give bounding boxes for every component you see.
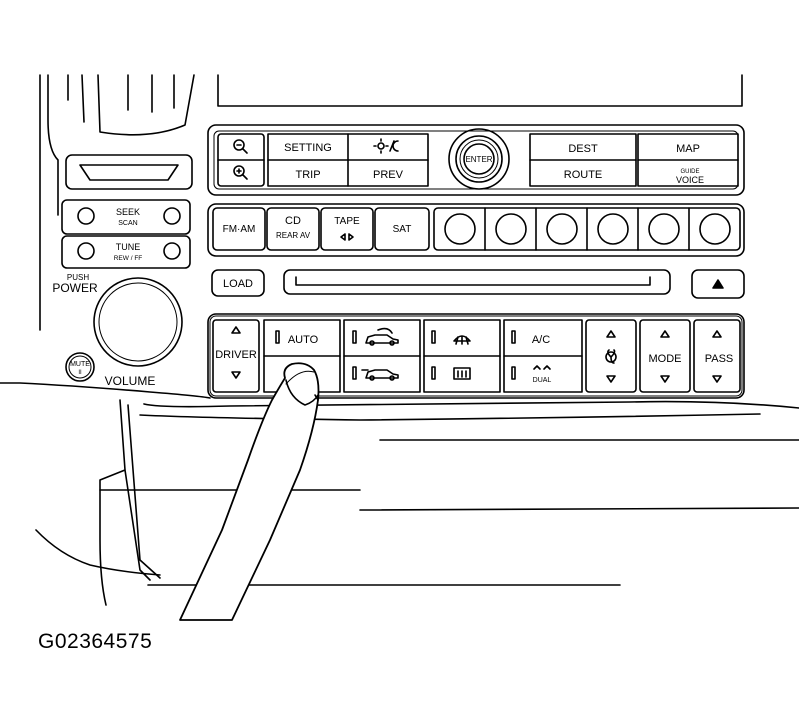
- svg-text:CD: CD: [285, 215, 301, 227]
- enter-joystick[interactable]: ENTER: [448, 128, 510, 190]
- svg-text:LOAD: LOAD: [223, 278, 253, 290]
- pass-label: PASS: [705, 353, 734, 365]
- trip-button[interactable]: TRIP: [295, 169, 320, 181]
- preset-button-5[interactable]: [648, 213, 680, 245]
- climate-panel: DRIVER AUTO: [207, 313, 745, 399]
- volume-label: VOLUME: [105, 374, 156, 388]
- car-recirculate-icon[interactable]: [352, 327, 399, 346]
- route-button[interactable]: ROUTE: [564, 169, 603, 181]
- mode-button[interactable]: MODE: [639, 319, 691, 393]
- a-c-button[interactable]: A/C: [511, 330, 550, 346]
- cd-rear-av-button[interactable]: CD REAR AV: [266, 207, 320, 251]
- guide-label[interactable]: GUIDE: [680, 169, 699, 175]
- dest-button[interactable]: DEST: [568, 143, 598, 155]
- auto-button[interactable]: AUTO: [275, 330, 319, 346]
- enter-label: ENTER: [465, 155, 492, 164]
- seek-scan-button[interactable]: SEEK SCAN: [61, 199, 191, 235]
- fm-am-button[interactable]: FM·AM: [212, 207, 266, 251]
- car-fresh-air-icon[interactable]: [352, 366, 399, 381]
- svg-text:REAR AV: REAR AV: [276, 231, 311, 240]
- driver-label: DRIVER: [215, 349, 257, 361]
- audio-panel: FM·AM CD REAR AV TAPE SAT: [207, 203, 745, 257]
- map-button[interactable]: MAP: [676, 143, 700, 155]
- svg-text:SAT: SAT: [393, 224, 412, 235]
- rew-ff-label: REW / FF: [114, 255, 143, 262]
- disc-slot: [283, 269, 671, 295]
- magnifier-minus-icon: [233, 139, 248, 154]
- eject-icon: [712, 279, 724, 289]
- tune-label: TUNE: [116, 242, 141, 252]
- mute-button[interactable]: MUTE II: [65, 352, 95, 382]
- figure-code: G02364575: [38, 630, 153, 653]
- preset-button-6[interactable]: [699, 213, 731, 245]
- setting-button[interactable]: SETTING: [284, 142, 332, 154]
- dash-outline: [39, 74, 59, 331]
- pointing-finger: [179, 362, 320, 621]
- sun-moon-icon[interactable]: [373, 138, 399, 154]
- navigation-panel: SETTING TRIP PREV ENTER DEST ROUTE MAP G…: [207, 124, 745, 196]
- load-button[interactable]: LOAD: [211, 269, 265, 297]
- auto-label: AUTO: [288, 334, 319, 346]
- preset-button-1[interactable]: [444, 213, 476, 245]
- display-screen-bottom: [217, 74, 743, 107]
- preset-button-2[interactable]: [495, 213, 527, 245]
- dual-label: DUAL: [533, 377, 552, 384]
- seek-label: SEEK: [116, 207, 140, 217]
- a-c-label: A/C: [532, 334, 550, 346]
- eject-button[interactable]: [691, 269, 745, 299]
- preset-button-4[interactable]: [597, 213, 629, 245]
- push-label: PUSH: [67, 273, 89, 282]
- fan-icon: [605, 349, 617, 364]
- power-label: POWER: [52, 281, 98, 295]
- tune-button[interactable]: TUNE REW / FF: [61, 235, 191, 269]
- svg-text:FM·AM: FM·AM: [223, 224, 256, 235]
- card-slot: [65, 154, 193, 190]
- dash-contour: [0, 382, 799, 409]
- pass-temp-button[interactable]: PASS: [693, 319, 741, 393]
- scan-label: SCAN: [118, 220, 137, 227]
- mute-label: MUTE: [70, 361, 90, 368]
- zoom-button[interactable]: [217, 133, 265, 187]
- driver-temp-button[interactable]: DRIVER: [212, 319, 260, 393]
- preset-button-3[interactable]: [546, 213, 578, 245]
- tape-button[interactable]: TAPE: [320, 207, 374, 251]
- console-lower-edge: [35, 529, 161, 576]
- magnifier-plus-icon: [233, 165, 248, 180]
- voice-label[interactable]: VOICE: [676, 175, 704, 185]
- dash-lower-contour: [99, 413, 799, 586]
- air-vent-left: [67, 74, 195, 136]
- console-pillar: [99, 399, 161, 606]
- rear-defrost-icon[interactable]: [431, 366, 471, 380]
- tape-eject-icon: [340, 233, 354, 241]
- pause-label: II: [78, 370, 82, 376]
- mode-label: MODE: [649, 353, 682, 365]
- fan-speed-button[interactable]: [585, 319, 637, 393]
- power-volume-knob[interactable]: [93, 277, 183, 367]
- dual-button[interactable]: DUAL: [511, 365, 552, 384]
- svg-text:TAPE: TAPE: [334, 216, 360, 227]
- front-defrost-icon[interactable]: [431, 330, 471, 345]
- sat-button[interactable]: SAT: [374, 207, 430, 251]
- prev-button[interactable]: PREV: [373, 169, 404, 181]
